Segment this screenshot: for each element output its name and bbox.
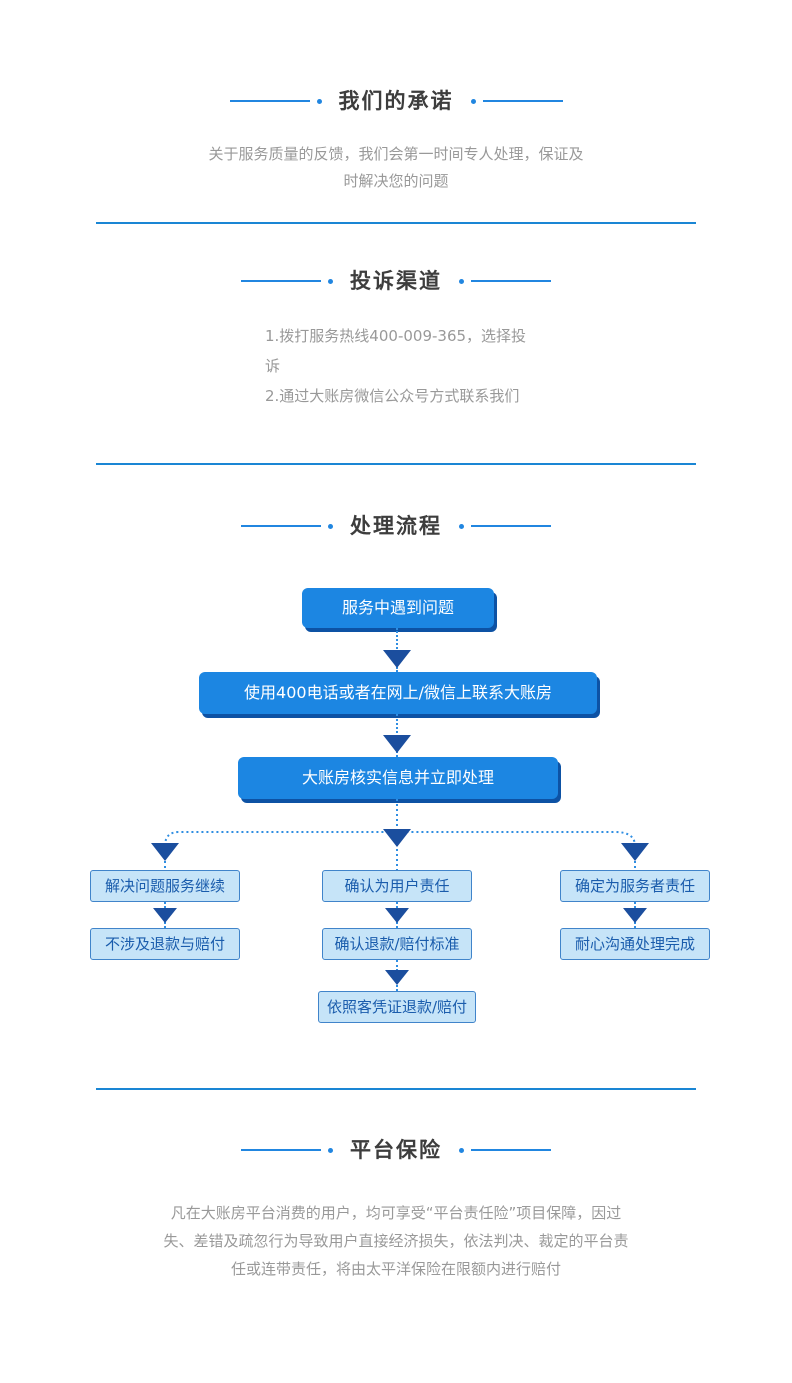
section-divider: [96, 222, 696, 224]
title-rule-left: [241, 525, 321, 527]
title-dot-right: [459, 523, 464, 529]
title-dot-left: [328, 278, 333, 284]
promise-description: 关于服务质量的反馈，我们会第一时间专人处理，保证及时解决您的问题: [208, 145, 584, 190]
down-arrow-icon: [383, 650, 411, 668]
flow-arrow: [151, 902, 179, 928]
flow-arrow: [383, 902, 411, 928]
complaint-channel-phone: 1.拨打服务热线400-009-365，选择投诉: [265, 327, 527, 375]
flow-arrow: [383, 714, 411, 757]
down-arrow-icon: [153, 908, 177, 923]
flow-arrow: [621, 902, 649, 928]
title-rule-right: [482, 100, 563, 102]
section-divider: [96, 1088, 696, 1090]
branch-box-voucher-refund: 依照客凭证退款/赔付: [318, 991, 476, 1023]
branch-box-provider-responsibility: 确定为服务者责任: [560, 870, 710, 902]
title-rule-right: [471, 280, 551, 282]
title-rule-right: [471, 525, 551, 527]
section-divider: [96, 463, 696, 465]
title-dot-right: [470, 98, 476, 104]
insurance-heading: 平台保险: [350, 1138, 442, 1162]
down-arrow-icon: [383, 829, 411, 847]
down-arrow-icon: [385, 908, 409, 923]
flow-step-contact: 使用400电话或者在网上/微信上联系大账房: [199, 672, 597, 714]
branch-box-no-refund: 不涉及退款与赔付: [90, 928, 240, 960]
down-arrow-icon: [623, 908, 647, 923]
flow-heading: 处理流程: [350, 514, 442, 538]
insurance-description: 凡在大账房平台消费的用户，均可享受“平台责任险”项目保障，因过失、差错及疏忽行为…: [163, 1204, 629, 1278]
title-dot-left: [328, 523, 333, 529]
title-dot-left: [316, 98, 322, 104]
title-rule-right: [471, 1149, 551, 1151]
down-arrow-icon: [385, 970, 409, 985]
branch-box-user-responsibility: 确认为用户责任: [322, 870, 472, 902]
branch-box-communication-done: 耐心沟通处理完成: [560, 928, 710, 960]
section-title-promise: 我们的承诺: [0, 88, 792, 114]
title-dot-right: [459, 1147, 464, 1153]
section-title-channels: 投诉渠道: [0, 268, 792, 294]
branch-connector: [151, 799, 649, 870]
branch-box-resolved: 解决问题服务继续: [90, 870, 240, 902]
promise-heading: 我们的承诺: [338, 89, 454, 113]
down-arrow-icon: [151, 843, 179, 861]
down-arrow-icon: [621, 843, 649, 861]
title-dot-right: [459, 278, 464, 284]
title-rule-left: [229, 100, 310, 102]
complaint-channel-list: 1.拨打服务热线400-009-365，选择投诉 2.通过大账房微信公众号方式联…: [265, 321, 527, 411]
flow-arrow: [383, 960, 411, 991]
flowchart: 服务中遇到问题 使用400电话或者在网上/微信上联系大账房 大账房核实信息并立即…: [0, 588, 792, 1023]
title-rule-left: [241, 1149, 321, 1151]
section-title-flow: 处理流程: [0, 513, 792, 539]
flow-step-problem: 服务中遇到问题: [302, 588, 494, 628]
down-arrow-icon: [383, 735, 411, 753]
flow-step-verify: 大账房核实信息并立即处理: [238, 757, 558, 799]
complaint-channel-wechat: 2.通过大账房微信公众号方式联系我们: [265, 387, 520, 405]
channels-heading: 投诉渠道: [350, 269, 442, 293]
branch-box-refund-standard: 确认退款/赔付标准: [322, 928, 472, 960]
title-dot-left: [328, 1147, 333, 1153]
flow-arrow: [383, 628, 411, 672]
section-title-insurance: 平台保险: [0, 1137, 792, 1163]
title-rule-left: [241, 280, 321, 282]
